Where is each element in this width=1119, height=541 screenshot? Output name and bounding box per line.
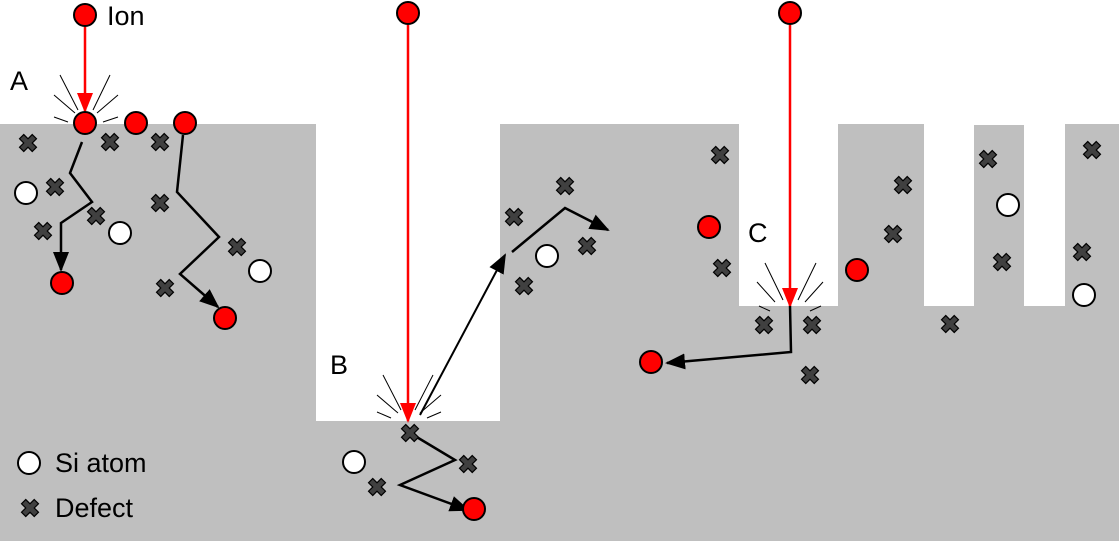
defect-marker bbox=[33, 221, 53, 241]
si-atom bbox=[535, 244, 559, 268]
si-atom bbox=[342, 450, 366, 474]
ion-atom bbox=[462, 497, 486, 521]
defect-marker bbox=[400, 423, 420, 443]
si-atom bbox=[1072, 283, 1096, 307]
defect-marker bbox=[577, 236, 597, 256]
ion-atom bbox=[845, 258, 869, 282]
ion-atom bbox=[778, 1, 802, 25]
recoil-paths bbox=[53, 134, 793, 512]
defect-marker bbox=[1082, 140, 1102, 160]
defect-marker bbox=[514, 276, 534, 296]
legend-defect-label: Defect bbox=[55, 493, 134, 523]
legend-si-atom-icon bbox=[17, 451, 41, 475]
si-atom bbox=[108, 221, 132, 245]
defect-marker bbox=[712, 258, 732, 278]
ion-atom bbox=[639, 350, 663, 374]
defect-marker bbox=[555, 176, 575, 196]
defect-marker bbox=[754, 315, 774, 335]
ion-atom bbox=[124, 111, 148, 135]
defect-marker bbox=[802, 315, 822, 335]
defect-marker bbox=[150, 193, 170, 213]
label-a: A bbox=[10, 66, 29, 96]
defect-marker bbox=[710, 145, 730, 165]
defect-marker bbox=[940, 314, 960, 334]
defect-marker bbox=[367, 477, 387, 497]
defect-marker bbox=[978, 149, 998, 169]
ion-atom bbox=[697, 215, 721, 239]
si-atoms bbox=[14, 181, 1096, 475]
defect-marker bbox=[800, 365, 820, 385]
defect-marker bbox=[458, 454, 478, 474]
substrate bbox=[0, 124, 1119, 541]
legend-defect-icon bbox=[20, 498, 40, 518]
ion-label: Ion bbox=[107, 1, 145, 31]
red-atoms bbox=[50, 1, 869, 521]
si-atom bbox=[248, 259, 272, 283]
impact-sparks bbox=[53, 74, 824, 419]
ion-atom bbox=[73, 111, 97, 135]
defect-marker bbox=[155, 278, 175, 298]
label-c: C bbox=[748, 218, 768, 248]
ion-atom bbox=[50, 271, 74, 295]
defect-marker bbox=[893, 175, 913, 195]
defect-marker bbox=[227, 237, 247, 257]
si-atom bbox=[14, 181, 38, 205]
defect-marker bbox=[45, 177, 65, 197]
defect-marker bbox=[100, 132, 120, 152]
defect-marker bbox=[150, 132, 170, 152]
defect-marker bbox=[86, 206, 106, 226]
ion-atom bbox=[73, 3, 97, 27]
defects bbox=[18, 132, 1102, 518]
defect-marker bbox=[18, 133, 38, 153]
ion-trajectories bbox=[77, 25, 798, 423]
defect-marker bbox=[883, 224, 903, 244]
ion-atom bbox=[213, 306, 237, 330]
label-b: B bbox=[330, 350, 349, 380]
ion-atom bbox=[396, 1, 420, 25]
legend-si-atom-label: Si atom bbox=[55, 448, 147, 478]
si-atom bbox=[996, 193, 1020, 217]
defect-marker bbox=[992, 252, 1012, 272]
ion-atom bbox=[173, 111, 197, 135]
defect-marker bbox=[504, 207, 524, 227]
defect-marker bbox=[1072, 242, 1092, 262]
